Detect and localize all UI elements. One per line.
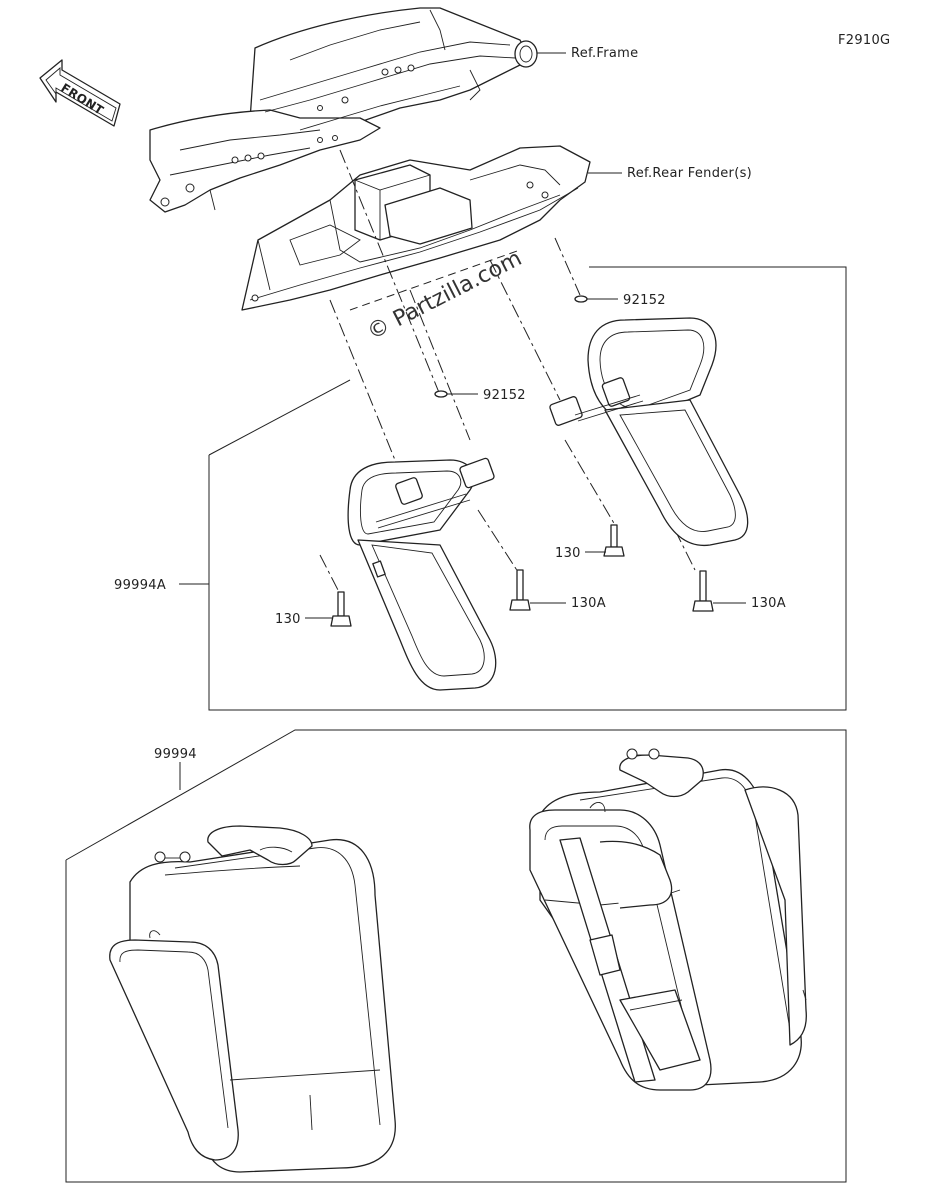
bolt-130-right[interactable]	[603, 524, 625, 557]
right-pannier-bracket[interactable]	[549, 317, 749, 547]
washer-92152-right[interactable]	[574, 295, 588, 303]
assembly-guide-lines	[319, 149, 696, 591]
front-arrow-icon: FRONT	[39, 59, 121, 127]
part-130A-right-label: 130A	[751, 596, 786, 611]
part-92152-right-label: 92152	[623, 293, 666, 308]
bolt-130A-right[interactable]	[692, 570, 714, 612]
part-92152-left-label: 92152	[483, 388, 526, 403]
bolt-130-left[interactable]	[330, 591, 352, 627]
pannier-kit-label: 99994	[154, 747, 197, 762]
bracket-kit-box	[208, 266, 847, 711]
part-130-right-label: 130	[555, 546, 581, 561]
left-pannier-case[interactable]	[109, 825, 396, 1173]
washer-92152-left[interactable]	[434, 390, 448, 398]
bolt-130A-left[interactable]	[509, 569, 531, 611]
pannier-kit-box	[65, 729, 847, 1183]
ref-frame-label: Ref.Frame	[571, 46, 638, 61]
diagram-code: F2910G	[838, 33, 890, 48]
part-130-left-label: 130	[275, 612, 301, 627]
ref-rear-fender-label: Ref.Rear Fender(s)	[627, 166, 752, 181]
bracket-kit-label: 99994A	[114, 578, 166, 593]
rear-fender-illustration	[241, 145, 591, 311]
left-pannier-bracket[interactable]	[347, 457, 497, 691]
rear-frame-illustration	[149, 7, 538, 213]
right-pannier-case[interactable]	[529, 748, 807, 1091]
part-130A-left-label: 130A	[571, 596, 606, 611]
